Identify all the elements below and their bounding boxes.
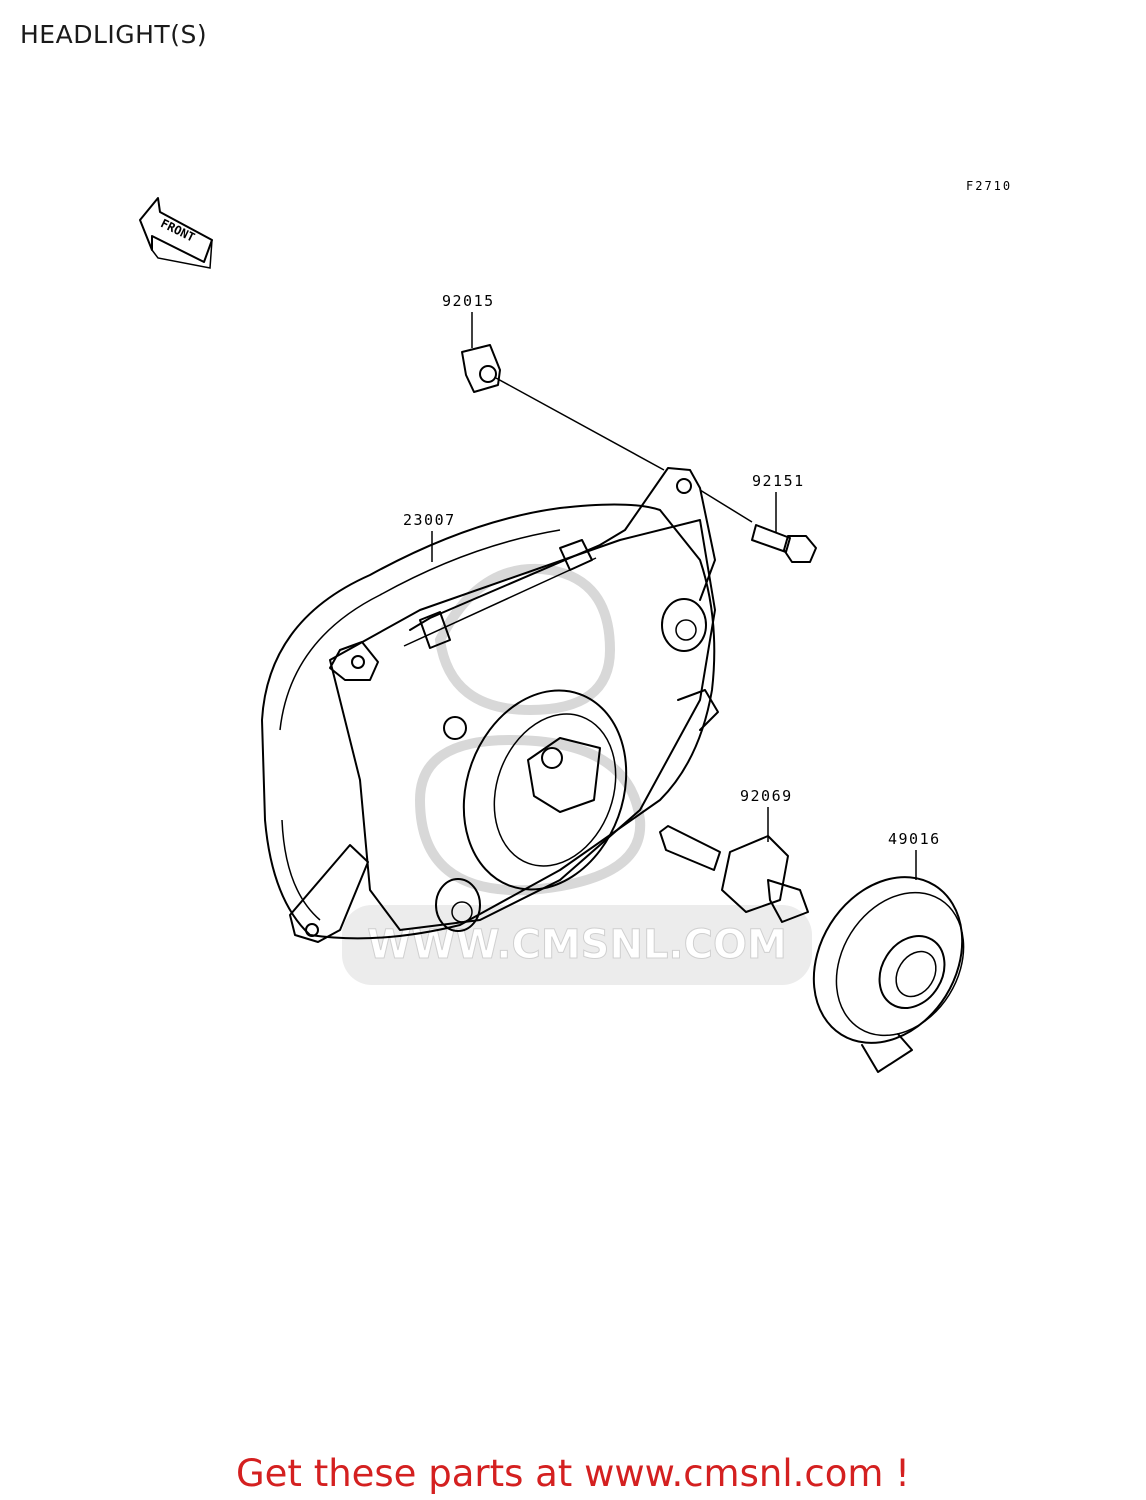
watermark-text: WWW.CMSNL.COM — [367, 922, 787, 968]
figure-code: F2710 — [966, 179, 1012, 193]
part-92069-bulb[interactable]: 92069 — [659, 787, 809, 923]
part-92151-bolt[interactable]: 92151 — [699, 472, 817, 563]
front-arrow-icon: FRONT — [139, 197, 213, 269]
part-number-label: 49016 — [888, 830, 941, 848]
part-number-label: 23007 — [403, 511, 456, 529]
part-number-label: 92151 — [752, 472, 805, 490]
watermark: WWW.CMSNL.COM — [342, 563, 812, 985]
part-49016-dust-cover[interactable]: 49016 — [784, 830, 993, 1073]
page-title: HEADLIGHT(S) — [20, 20, 208, 49]
part-23007-headlight-housing[interactable]: 23007 — [261, 467, 719, 943]
part-number-label: 92015 — [442, 292, 495, 310]
part-92015-clip-nut[interactable]: 92015 — [442, 292, 501, 393]
part-number-label: 92069 — [740, 787, 793, 805]
footer-cta-link[interactable]: Get these parts at www.cmsnl.com ! — [235, 1452, 910, 1495]
